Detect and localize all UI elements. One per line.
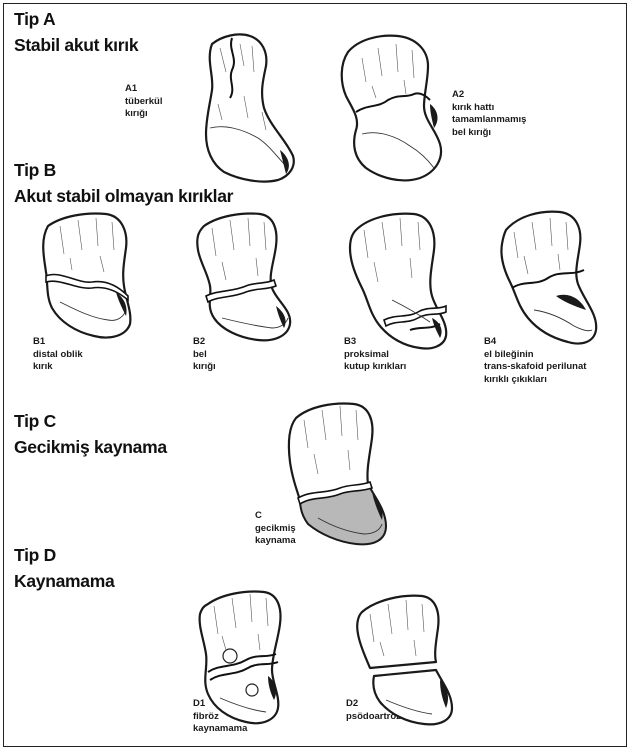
nonunion-d1-illustration [200, 592, 281, 724]
fracture-b2-illustration [197, 214, 290, 341]
fracture-b3-illustration [350, 214, 446, 349]
fracture-c-illustration [289, 404, 386, 545]
fracture-a2-illustration [342, 36, 441, 181]
fracture-a1-illustration [206, 34, 294, 181]
fracture-b4-illustration [501, 212, 596, 344]
fracture-b1-illustration [43, 214, 130, 338]
nonunion-d2-illustration [357, 596, 452, 725]
